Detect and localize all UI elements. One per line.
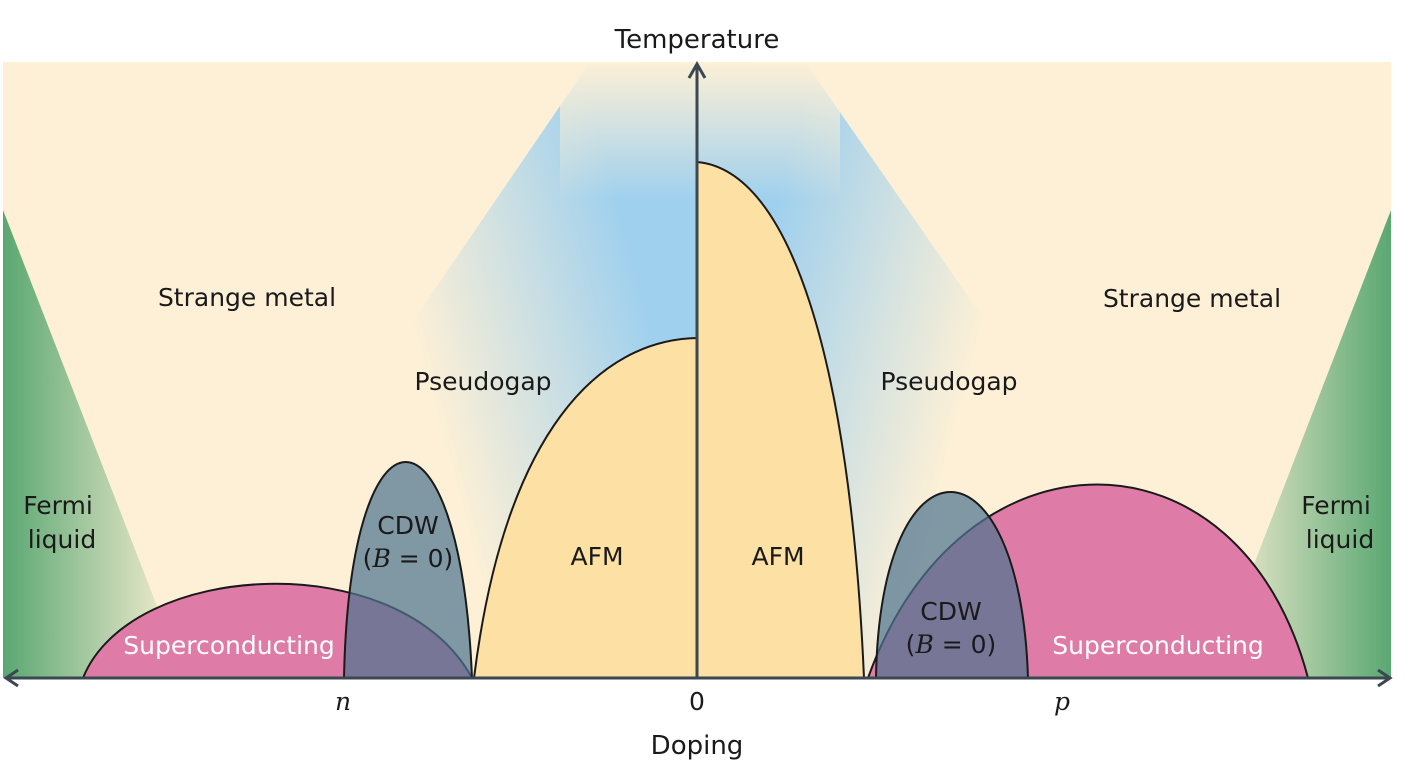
strange-metal-left-label: Strange metal (158, 283, 336, 312)
tick-label-zero: 0 (689, 687, 705, 716)
cdw-right-label: CDW (920, 597, 981, 626)
superconducting-left-label: Superconducting (123, 631, 335, 660)
y-axis-title: Temperature (614, 25, 780, 55)
fermi-liquid-right-region (1210, 210, 1391, 678)
cdw-right-dome (874, 491, 1030, 679)
y-axis-arrowhead (687, 60, 707, 79)
afm-right-label: AFM (751, 542, 804, 571)
superconducting-right-label: Superconducting (1052, 631, 1264, 660)
pseudogap-left-label: Pseudogap (414, 367, 551, 396)
x-axis-title: Doping (651, 731, 744, 761)
afm-right-dome (696, 160, 866, 679)
afm-left-label: AFM (570, 542, 623, 571)
fermi-liquid-right-label: Fermi liquid (1301, 491, 1378, 554)
cdw-right-field-symbol: B (914, 630, 933, 659)
fermi-liquid-right-line1: Fermi (1301, 491, 1371, 520)
cdw-left-paren: ( (363, 544, 373, 573)
strange-metal-right-label: Strange metal (1103, 284, 1281, 313)
cdw-right-field-label: (B = 0) (906, 630, 997, 659)
x-axis-left-arrowhead (3, 668, 19, 688)
cdw-left-field-label: (B = 0) (363, 544, 454, 573)
cdw-left-field-symbol: B (371, 544, 390, 573)
afm-left-dome (472, 336, 698, 679)
x-axis-right-arrowhead (1377, 668, 1393, 688)
pseudogap-right-label: Pseudogap (880, 367, 1017, 396)
fermi-liquid-left-region (3, 210, 185, 678)
cdw-left-field-value: = 0) (391, 544, 454, 573)
fermi-liquid-left-label: Fermi liquid (23, 491, 100, 554)
cdw-right-paren: ( (906, 630, 916, 659)
fermi-liquid-left-line1: Fermi (23, 491, 93, 520)
fermi-liquid-left-line2: liquid (28, 525, 96, 554)
tick-label-n: n (335, 687, 351, 716)
fermi-liquid-right-line2: liquid (1306, 525, 1374, 554)
cdw-left-dome (342, 461, 474, 679)
tick-label-p: p (1054, 687, 1070, 716)
cdw-right-field-value: = 0) (934, 630, 997, 659)
cdw-left-label: CDW (377, 511, 438, 540)
